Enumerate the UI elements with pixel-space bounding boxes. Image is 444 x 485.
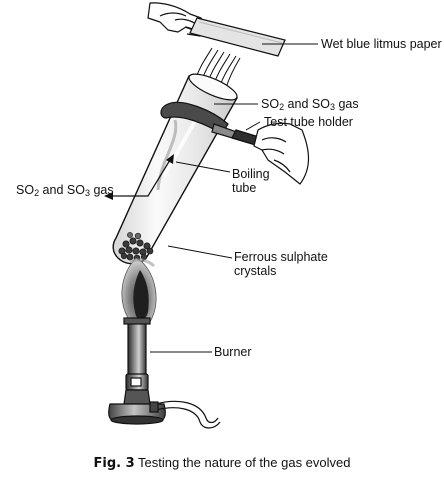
gas-arrow-icon	[104, 154, 174, 200]
ferrous-sulphate-crystals-icon	[118, 232, 154, 262]
label-burner: Burner	[214, 345, 252, 359]
leader-lines	[150, 43, 318, 353]
caption-prefix: Fig. 3	[93, 456, 135, 471]
gas-hose-icon	[149, 400, 221, 429]
caption-text: Testing the nature of the gas evolved	[134, 455, 351, 470]
label-gas-left: SO2 and SO3 gas	[16, 183, 114, 198]
figure-caption: Fig. 3 Testing the nature of the gas evo…	[0, 455, 444, 471]
hand-right-icon	[253, 122, 310, 185]
flame-icon	[121, 257, 157, 326]
label-gas-top: SO2 and SO3 gas	[261, 97, 359, 112]
label-test-tube-holder: Test tube holder	[264, 115, 353, 129]
litmus-paper-icon	[189, 17, 286, 57]
label-litmus-paper: Wet blue litmus paper	[321, 37, 442, 51]
